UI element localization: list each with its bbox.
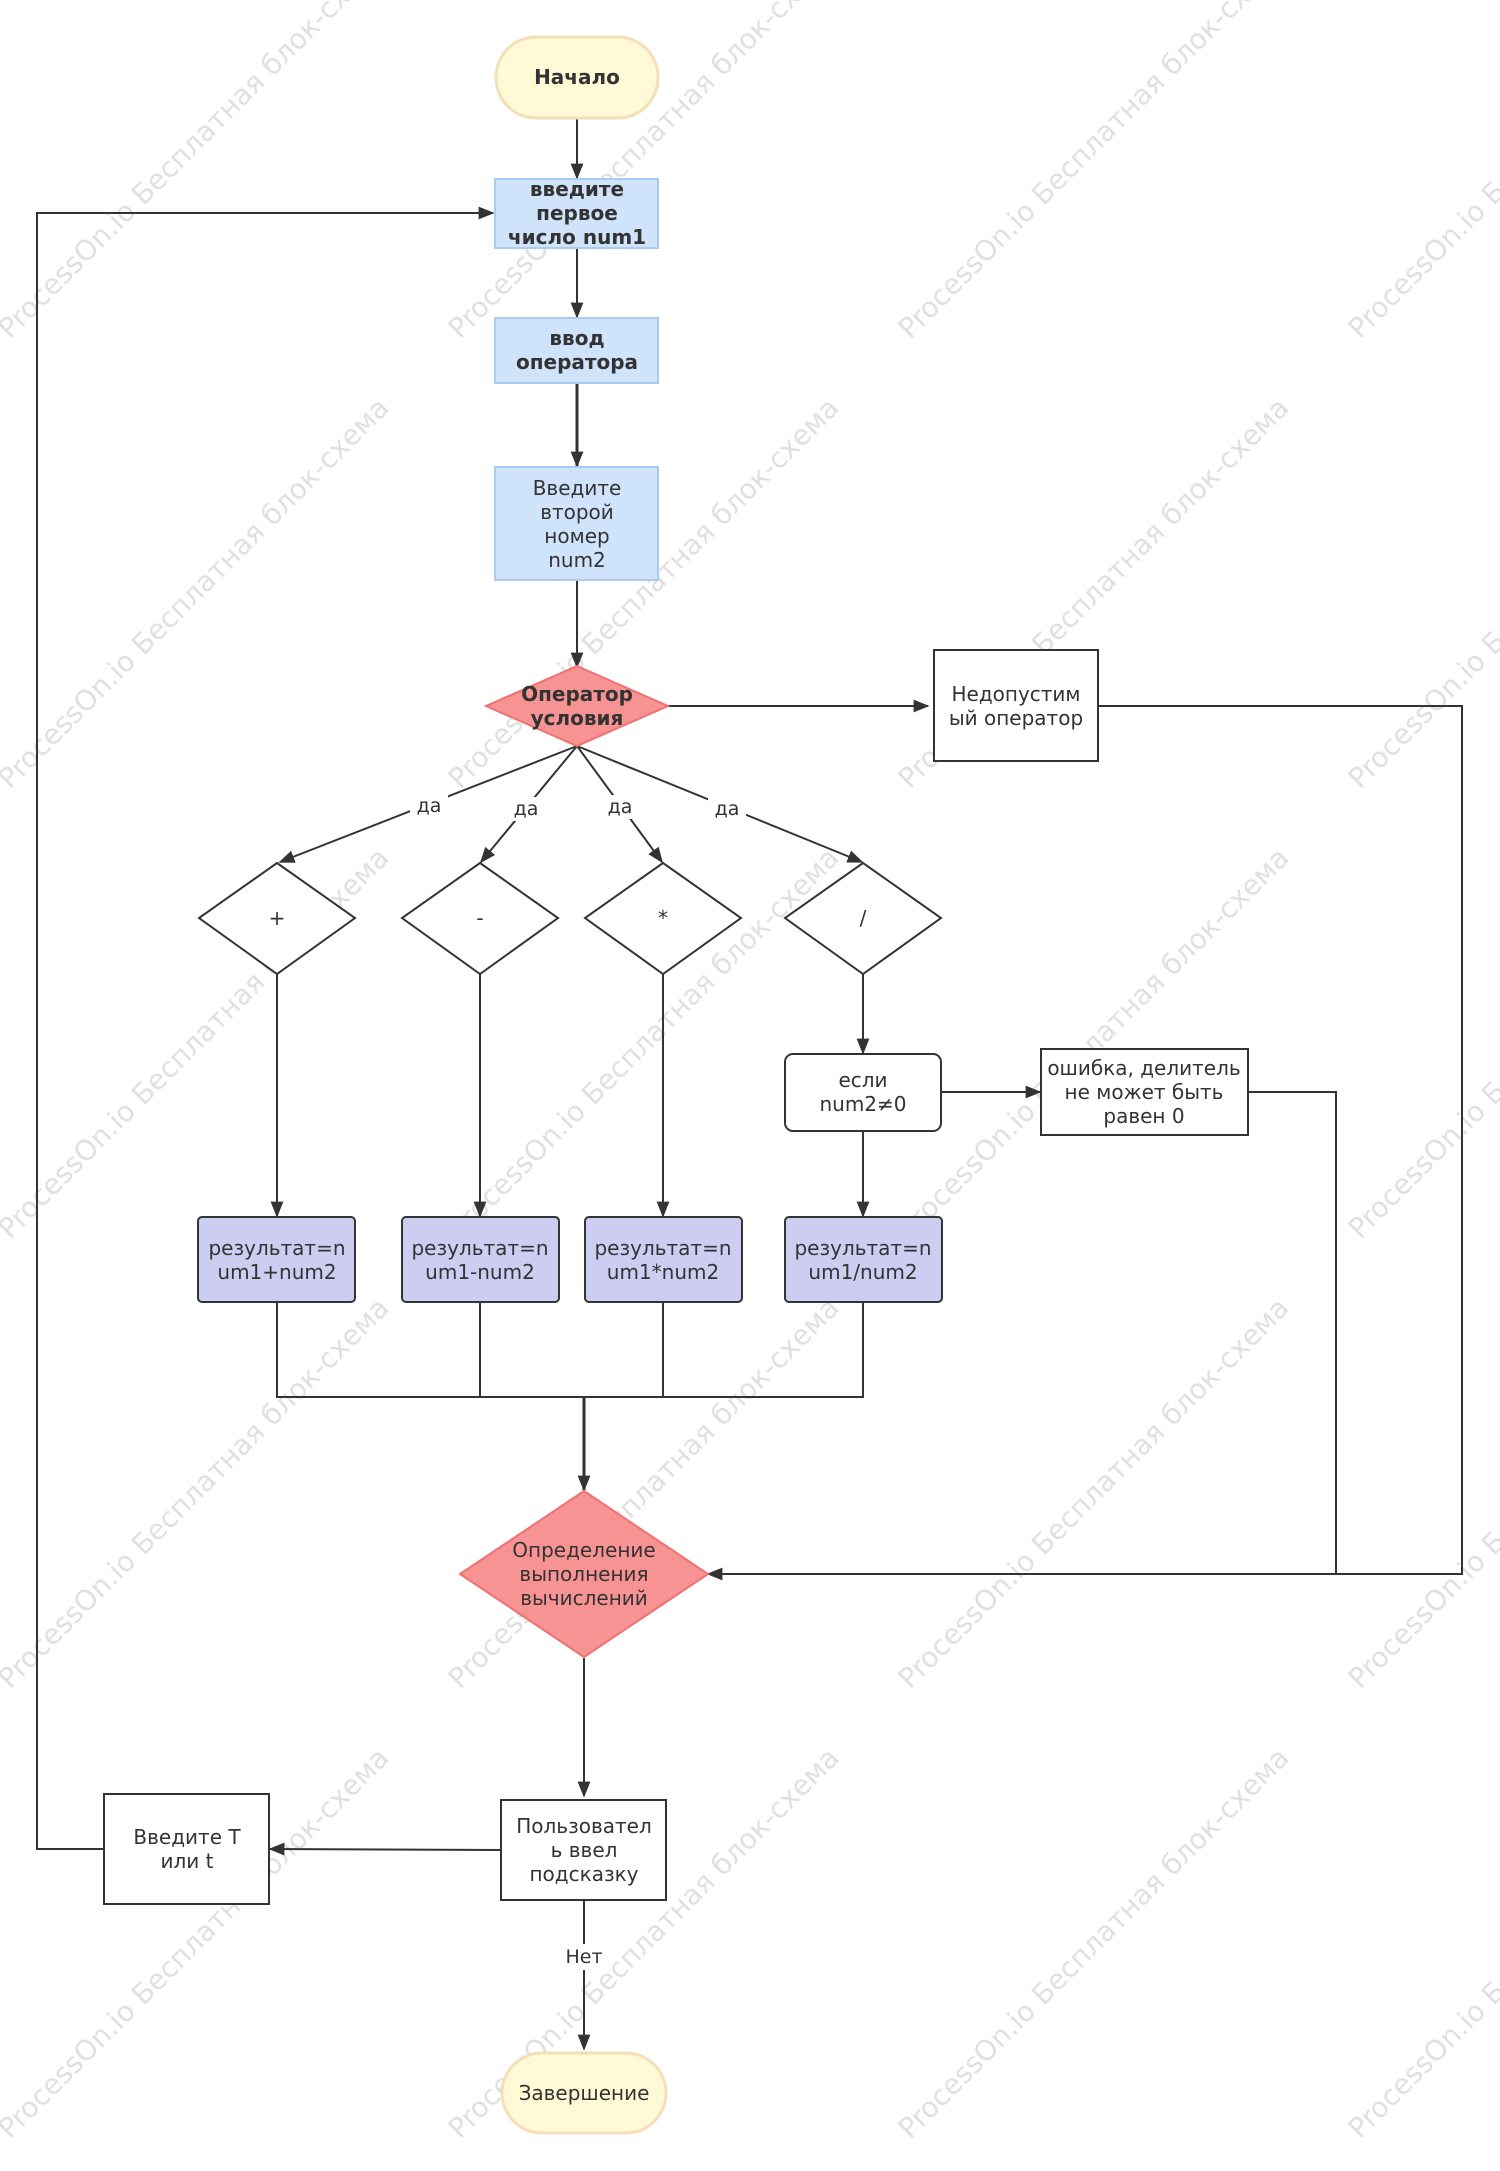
enter-t-box[interactable]: Введите T или t (103, 1793, 270, 1905)
edge-label-no: Нет (565, 1946, 602, 1968)
division-error-box[interactable]: ошибка, делитель не может быть равен 0 (1040, 1048, 1249, 1136)
result-plus-box[interactable]: результат=n um1+num2 (197, 1216, 356, 1303)
node-label: * (658, 906, 668, 930)
node-label: не может быть (1065, 1080, 1224, 1104)
node-label: второй (540, 500, 614, 524)
input-num1-box[interactable]: введите первое число num1 (494, 177, 659, 249)
start-terminal[interactable]: Начало (494, 35, 660, 120)
edge-results-merge (276, 1302, 864, 1398)
label-bg (560, 1944, 608, 1970)
watermark-text: ProcessOn.io Бесплатная блок-схема (1342, 0, 1500, 345)
edge-label-yes-div: да (715, 798, 740, 820)
watermark-text: ProcessOn.io Бесплатная блок-схема (1342, 391, 1500, 795)
watermark-text: ProcessOn.io Бесплатная блок-схема (0, 841, 396, 1245)
node-label: um1+num2 (217, 1260, 336, 1284)
node-label: оператора (516, 350, 638, 374)
end-terminal[interactable]: Завершение (500, 2051, 668, 2135)
watermark-text: ProcessOn.io Бесплатная блок-схема (892, 841, 1296, 1245)
node-label: равен 0 (1103, 1104, 1184, 1128)
node-label: ь ввел (551, 1838, 618, 1862)
edge-label-layer: да да да да Нет (410, 794, 746, 1970)
node-label: ввод (549, 326, 604, 350)
edge-label-yes-mult: да (608, 796, 633, 818)
node-label: введите (530, 177, 624, 201)
node-label: Введите (533, 476, 622, 500)
result-minus-box[interactable]: результат=n um1-num2 (401, 1216, 560, 1303)
watermark-text: ProcessOn.io Бесплатная блок-схема (0, 0, 396, 345)
node-label: um1*num2 (607, 1260, 719, 1284)
node-label: или t (161, 1849, 214, 1873)
node-label: Недопустим (951, 682, 1080, 706)
edge-enter-t-to-num1 (36, 206, 495, 1850)
node-label: выполнения (519, 1562, 648, 1586)
node-label: вычислений (520, 1586, 648, 1610)
watermark-text: ProcessOn.io Бесплатная блок-схема (892, 0, 1296, 345)
node-label: Начало (534, 65, 620, 89)
node-label: + (269, 906, 286, 930)
edge-hint-to-enter-t (268, 1842, 502, 1856)
node-label: условия (531, 706, 624, 730)
node-label: Завершение (519, 2081, 650, 2105)
node-label: номер (544, 524, 609, 548)
invalid-operator-box[interactable]: Недопустим ый оператор (933, 649, 1099, 762)
node-label: Пользовател (516, 1814, 652, 1838)
op-div-diamond[interactable]: / (783, 861, 943, 976)
label-bg (507, 797, 545, 821)
node-label: если (838, 1068, 887, 1092)
node-label: um1/num2 (808, 1260, 917, 1284)
watermark-text: ProcessOn.io Бесплатная блок-схема (1342, 1291, 1500, 1695)
watermark-text: ProcessOn.io Бесплатная блок-схема (442, 1291, 846, 1695)
node-label: результат=n (794, 1236, 931, 1260)
node-label: ый оператор (949, 706, 1083, 730)
watermark-text: ProcessOn.io Бесплатная блок-схема (442, 391, 846, 795)
node-label: / (860, 906, 867, 930)
calc-check-diamond[interactable]: Определение выполнения вычислений (458, 1489, 710, 1659)
node-label: результат=n (594, 1236, 731, 1260)
watermark-text: ProcessOn.io Бесплатная блок-схема (0, 391, 396, 795)
op-minus-diamond[interactable]: - (400, 861, 560, 976)
check-num2-box[interactable]: если num2≠0 (784, 1053, 942, 1132)
op-mult-diamond[interactable]: * (583, 861, 743, 976)
result-mult-box[interactable]: результат=n um1*num2 (584, 1216, 743, 1303)
operator-condition-diamond[interactable]: Оператор условия (483, 664, 671, 748)
input-num2-box[interactable]: Введите второй номер num2 (494, 466, 659, 581)
node-label: подсказку (529, 1862, 638, 1886)
node-label: результат=n (208, 1236, 345, 1260)
node-label: - (476, 906, 483, 930)
edge-layer (36, 118, 1463, 2051)
edge-label-yes-minus: да (514, 798, 539, 820)
node-label: результат=n (411, 1236, 548, 1260)
input-operator-box[interactable]: ввод оператора (494, 317, 659, 384)
user-hint-box[interactable]: Пользовател ь ввел подсказку (500, 1799, 667, 1901)
node-label: num2≠0 (819, 1092, 906, 1116)
edge-label-yes-plus: да (417, 795, 442, 817)
op-plus-diamond[interactable]: + (197, 861, 357, 976)
watermark-text: ProcessOn.io Бесплатная блок-схема (892, 1741, 1296, 2145)
node-label: число num1 (508, 225, 646, 249)
label-bg (410, 794, 448, 818)
edge-error-to-calc (1248, 1091, 1337, 1574)
result-div-box[interactable]: результат=n um1/num2 (784, 1216, 943, 1303)
node-label: num2 (548, 548, 606, 572)
label-bg (601, 795, 639, 819)
node-label: Определение (512, 1538, 655, 1562)
watermark-text: ProcessOn.io Бесплатная блок-схема (1342, 841, 1500, 1245)
watermark-text: ProcessOn.io Бесплатная блок-схема (892, 1291, 1296, 1695)
edge-invalid-to-calc (706, 705, 1463, 1581)
watermark-text: ProcessOn.io Бесплатная блок-схема (1342, 1741, 1500, 2145)
node-label: первое (536, 201, 618, 225)
node-label: Введите T (133, 1825, 241, 1849)
node-label: um1-num2 (425, 1260, 535, 1284)
node-label: Оператор (521, 682, 633, 706)
label-bg (708, 797, 746, 821)
node-label: ошибка, делитель (1047, 1056, 1240, 1080)
watermark-text: ProcessOn.io Бесплатная блок-схема (0, 1291, 396, 1695)
node-layer: Начало введите первое число num1 ввод оп… (103, 35, 1249, 2135)
